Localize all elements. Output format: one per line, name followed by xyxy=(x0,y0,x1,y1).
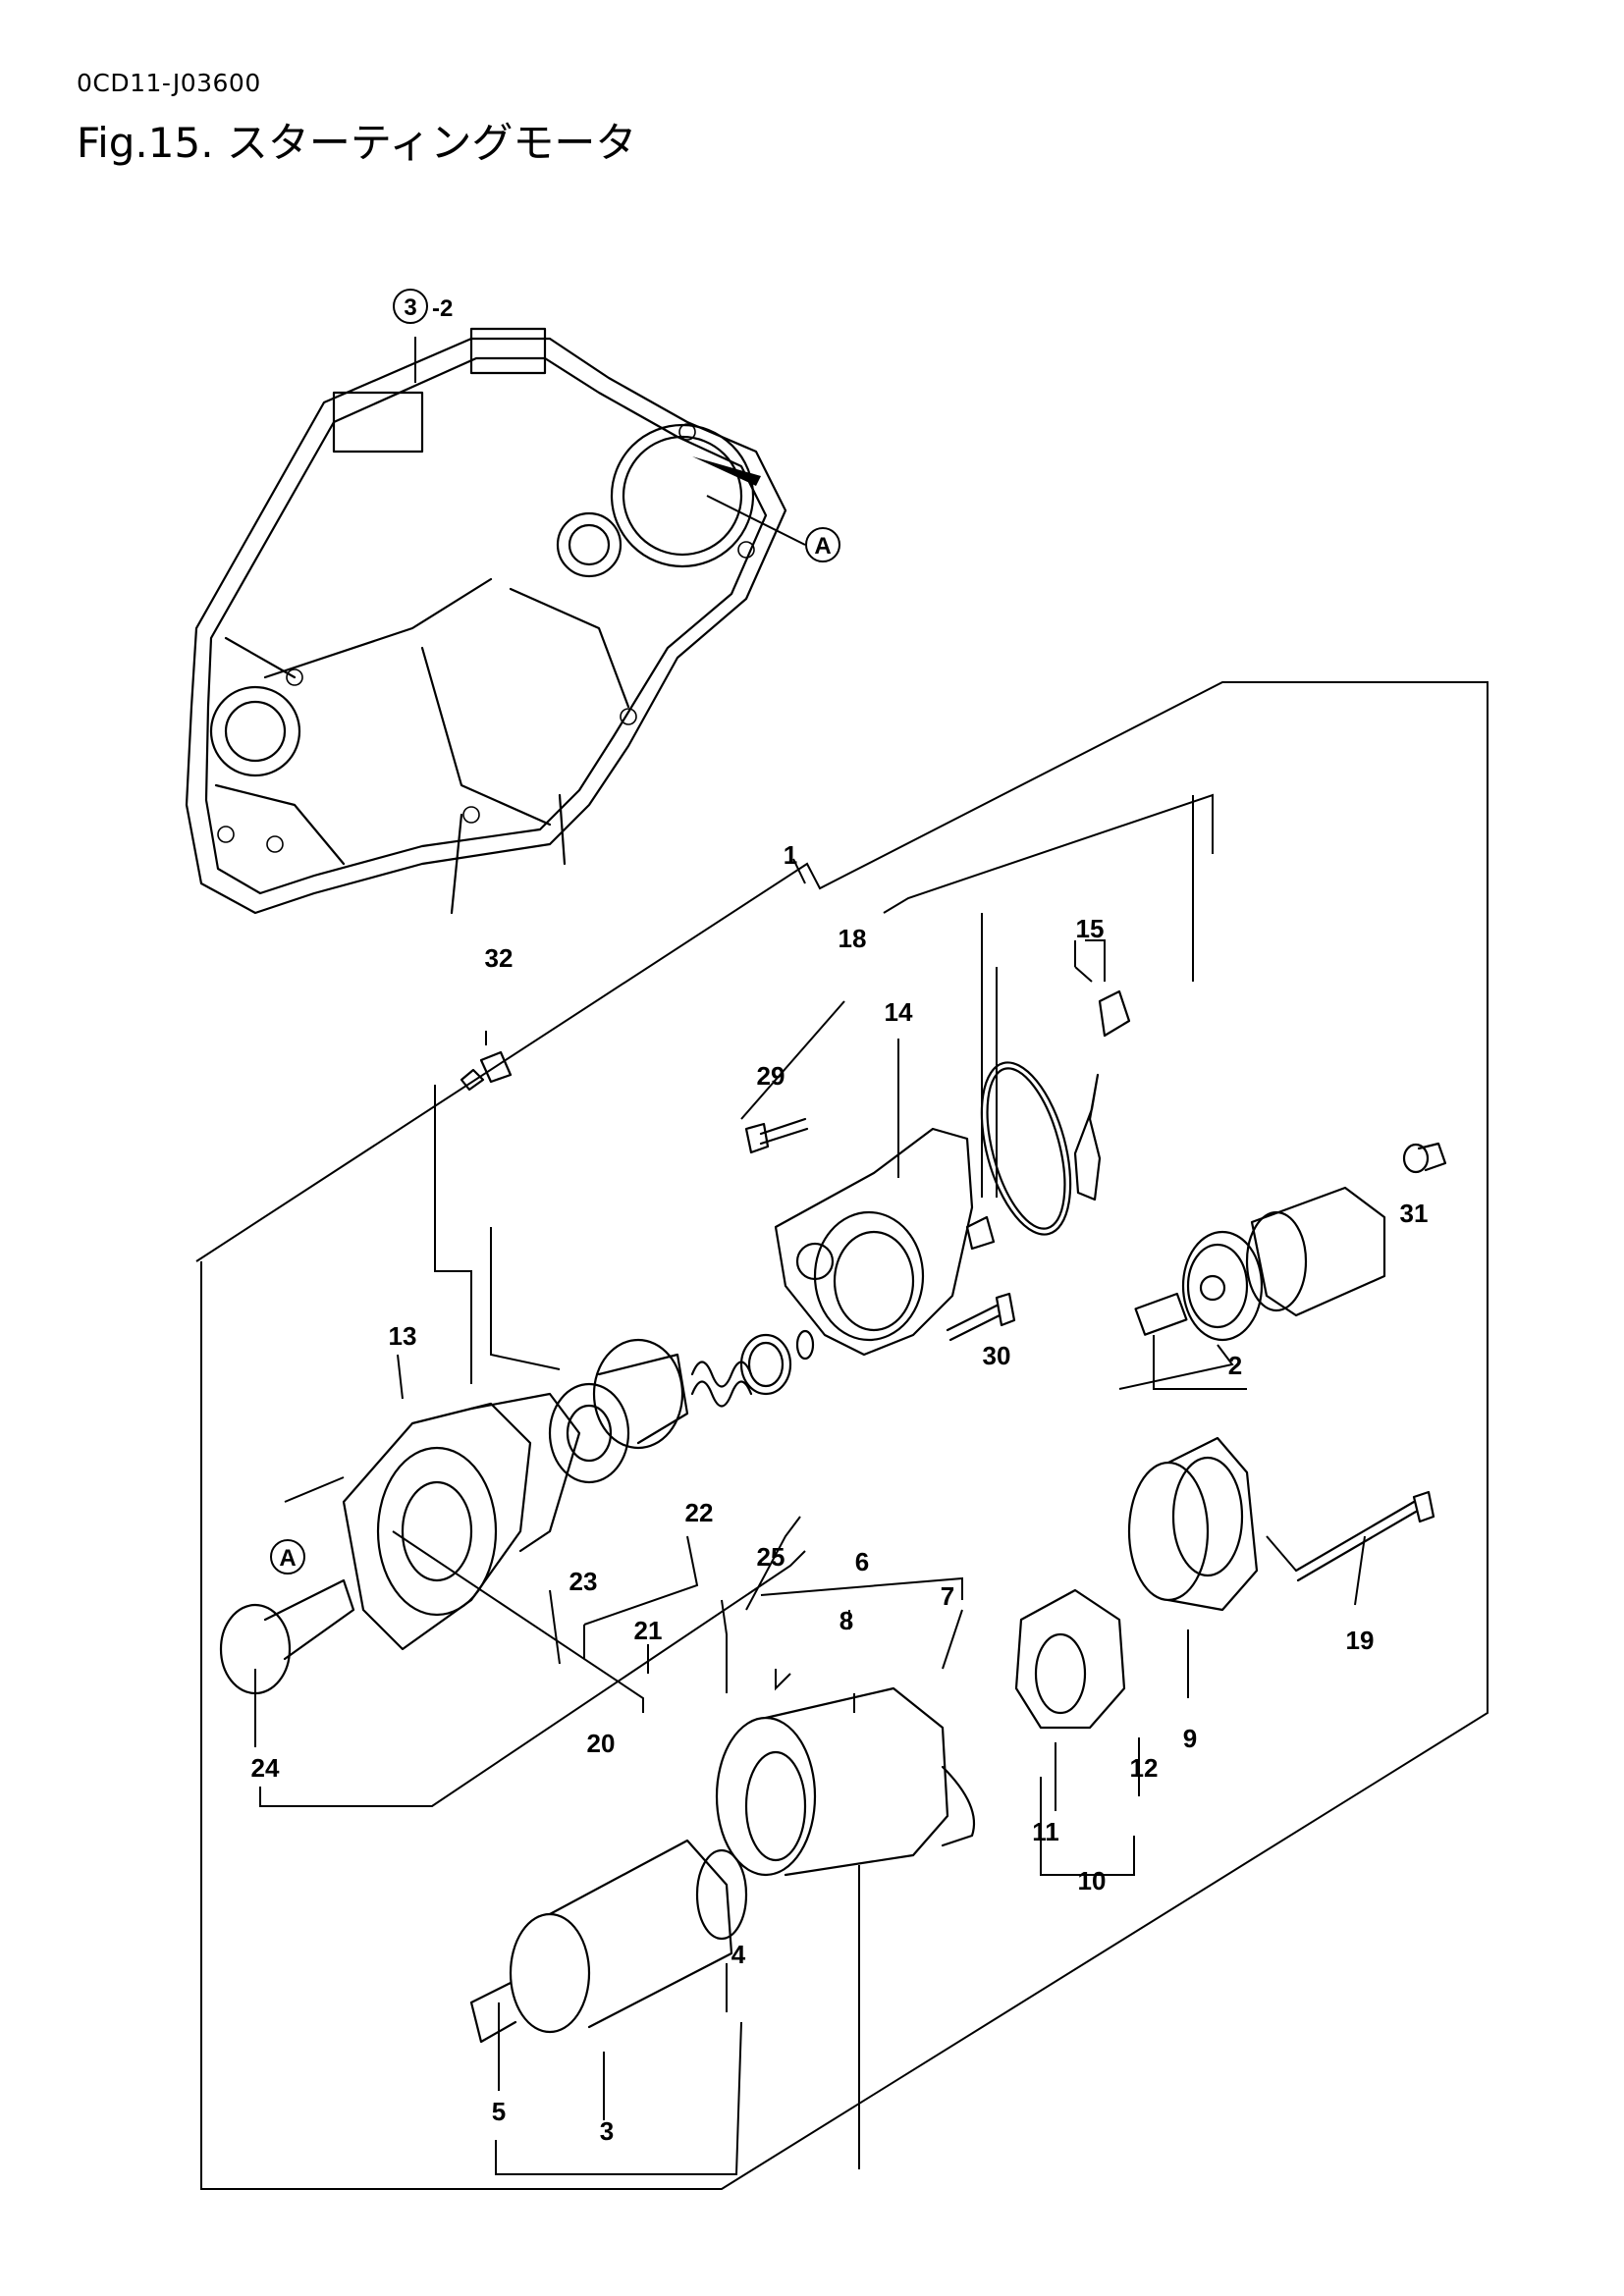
part-label-20: 20 xyxy=(587,1729,616,1758)
part-number-labels: 1 2 3 4 5 6 7 8 9 10 11 12 13 14 15 18 1… xyxy=(251,840,1429,2146)
starter-parts-drawing xyxy=(219,989,1447,2044)
part-label-3: 3 xyxy=(600,2116,614,2146)
assembly-boundary xyxy=(195,681,1489,2190)
part-label-13: 13 xyxy=(389,1321,417,1351)
part-label-10: 10 xyxy=(1078,1866,1107,1896)
detail-marker-a-top: A xyxy=(805,527,840,562)
part-label-31: 31 xyxy=(1400,1199,1429,1228)
part-label-18: 18 xyxy=(839,924,867,953)
part-label-6: 6 xyxy=(855,1547,869,1576)
detail-marker-a-bottom: A xyxy=(270,1539,305,1575)
part-label-23: 23 xyxy=(569,1567,598,1596)
svg-text:A: A xyxy=(814,533,831,560)
figure-title: Fig.15. スターティングモータ xyxy=(77,119,637,167)
part-label-11: 11 xyxy=(1032,1817,1059,1846)
svg-text:-2: -2 xyxy=(432,295,453,322)
part-label-14: 14 xyxy=(885,997,913,1027)
callout-brackets xyxy=(259,793,1247,2175)
svg-text:A: A xyxy=(279,1545,296,1572)
document-code: 0CD11-J03600 xyxy=(77,69,261,97)
leader-lines xyxy=(254,337,1366,1747)
part-label-32: 32 xyxy=(485,943,514,973)
part-label-2: 2 xyxy=(1228,1351,1242,1380)
svg-text:3: 3 xyxy=(404,294,416,321)
part-label-1: 1 xyxy=(784,840,797,870)
part-label-30: 30 xyxy=(983,1341,1011,1370)
part-label-29: 29 xyxy=(757,1061,785,1091)
part-label-5: 5 xyxy=(492,2097,506,2126)
ref-circle-3: 3 -2 xyxy=(393,289,453,324)
flywheel-housing-drawing xyxy=(185,327,787,915)
part-label-12: 12 xyxy=(1130,1753,1159,1783)
part-label-8: 8 xyxy=(839,1606,853,1635)
part-label-21: 21 xyxy=(634,1616,663,1645)
part-label-9: 9 xyxy=(1183,1724,1197,1753)
part-label-15: 15 xyxy=(1076,914,1105,943)
part-label-19: 19 xyxy=(1346,1626,1375,1655)
part-label-24: 24 xyxy=(251,1753,280,1783)
part-label-7: 7 xyxy=(941,1581,954,1611)
part-label-4: 4 xyxy=(731,1940,746,1969)
part-label-22: 22 xyxy=(685,1498,714,1527)
part-label-25: 25 xyxy=(757,1542,785,1572)
